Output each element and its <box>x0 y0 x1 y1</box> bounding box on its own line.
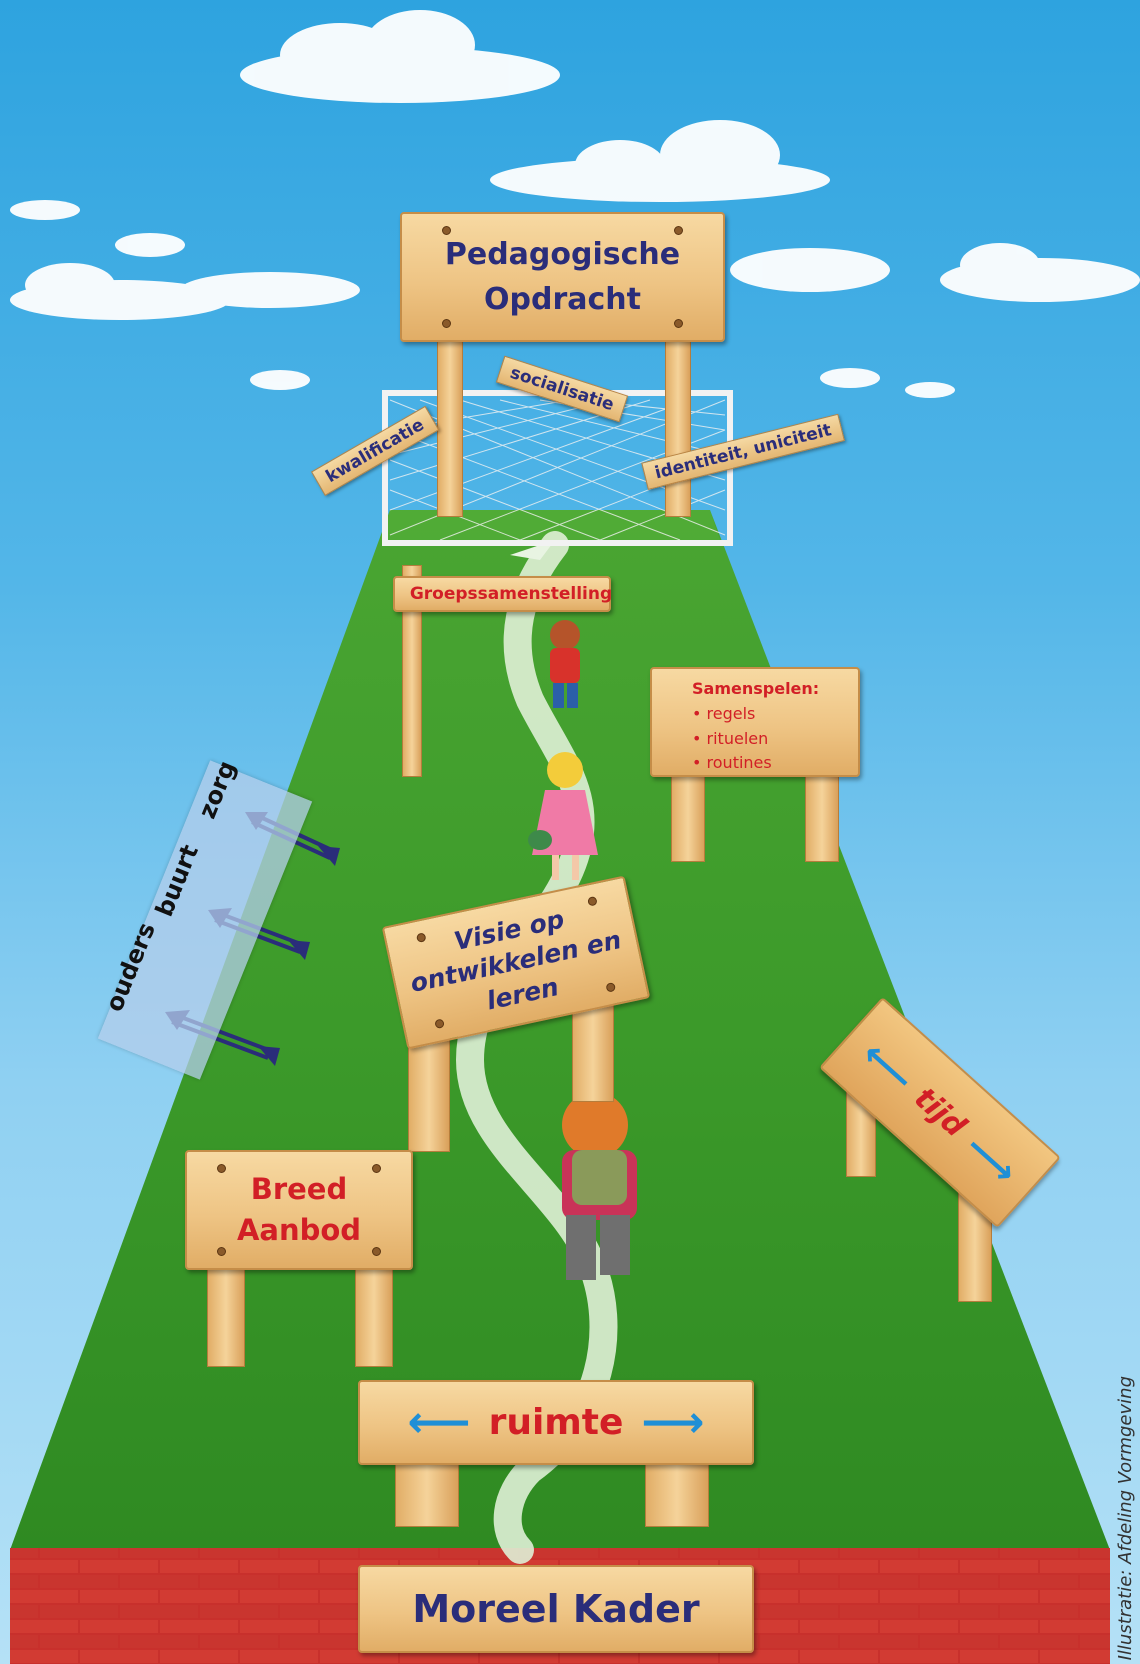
sign-samenspelen: Samenspelen: • regels • rituelen • routi… <box>650 667 860 777</box>
breed-aanbod-line-1: Breed <box>250 1172 348 1207</box>
sign-post <box>408 1030 450 1152</box>
sign-breed-aanbod: Breed Aanbod <box>185 1150 413 1270</box>
sign-post <box>402 565 422 777</box>
sign-post <box>665 330 691 517</box>
sign-pedagogische-opdracht: Pedagogische Opdracht <box>400 212 725 342</box>
ruimte-row: ⟵ ruimte ⟶ <box>407 1397 704 1448</box>
ruimte-label: ruimte <box>488 1402 624 1443</box>
samenspelen-item: • rituelen <box>692 728 769 748</box>
samenspelen-item: • routines <box>692 753 772 773</box>
arrow-right-icon: ⟶ <box>956 1124 1027 1194</box>
moreel-kader-label: Moreel Kader <box>412 1587 700 1631</box>
child-boy-far <box>550 620 580 708</box>
sign-post <box>395 1455 459 1527</box>
child-girl <box>528 752 598 880</box>
arrow-right-icon: ⟶ <box>641 1397 705 1448</box>
sign-post <box>355 1265 393 1367</box>
clouds <box>10 10 1140 398</box>
sign-title-line-1: Pedagogische <box>444 237 681 272</box>
grass-field <box>10 510 1110 1550</box>
illustration-credit: Illustratie: Afdeling Vormgeving <box>1115 1375 1136 1660</box>
breed-aanbod-line-2: Aanbod <box>236 1213 362 1247</box>
sign-title-line-2: Opdracht <box>484 282 641 317</box>
arrow-left-icon: ⟵ <box>407 1397 471 1448</box>
child-boy-near <box>562 1092 637 1280</box>
sign-post <box>671 770 705 862</box>
sign-post <box>645 1455 709 1527</box>
sign-ruimte: ⟵ ruimte ⟶ <box>358 1380 754 1465</box>
sign-groepssamenstelling: Groepssamenstelling <box>393 576 613 612</box>
sign-post <box>572 1000 614 1102</box>
sign-post <box>437 330 463 517</box>
tijd-label: tijd <box>907 1080 973 1145</box>
groepssamenstelling-label: Groepssamenstelling <box>409 584 613 604</box>
arrow-left-icon: ⟵ <box>853 1031 924 1101</box>
sign-post <box>805 770 839 862</box>
samenspelen-item: • regels <box>692 703 756 723</box>
sign-post <box>207 1265 245 1367</box>
sign-moreel-kader: Moreel Kader <box>358 1565 754 1653</box>
samenspelen-title: Samenspelen: <box>692 679 820 698</box>
